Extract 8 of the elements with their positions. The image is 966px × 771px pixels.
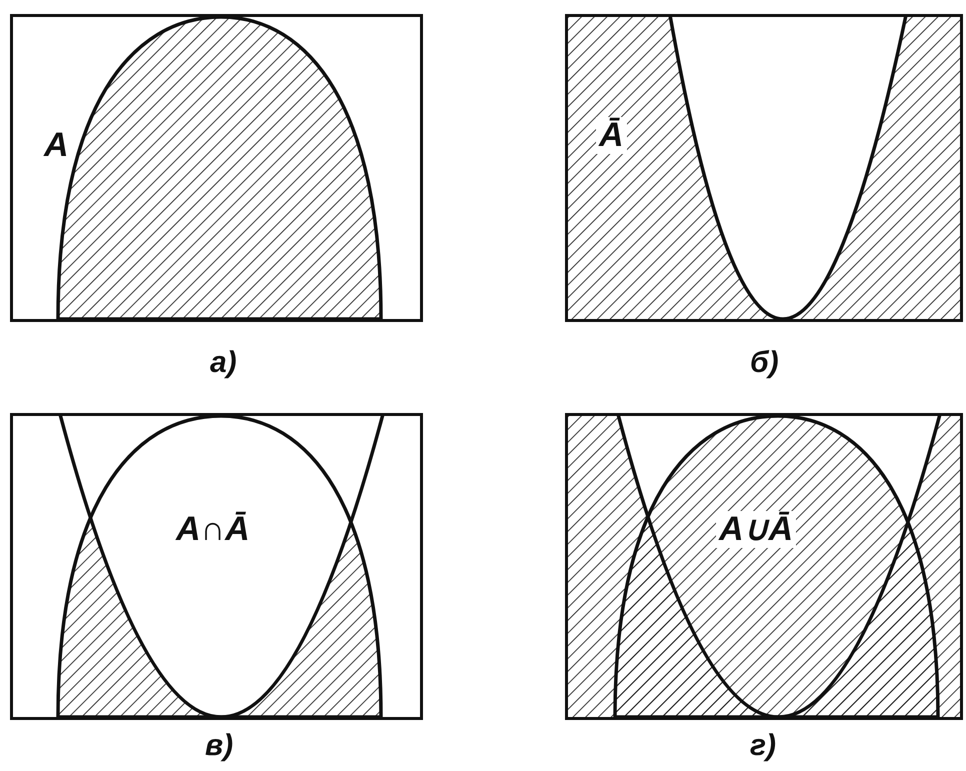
set-label: Ā	[596, 117, 627, 154]
set-label: A∪Ā	[716, 511, 796, 548]
panel-caption: б)	[750, 348, 779, 378]
panel-caption: в)	[205, 731, 234, 761]
set-label: A∩Ā	[174, 511, 251, 548]
panel-caption: г)	[750, 731, 776, 761]
panel-caption: а)	[210, 348, 237, 378]
set-label: A	[42, 127, 70, 164]
